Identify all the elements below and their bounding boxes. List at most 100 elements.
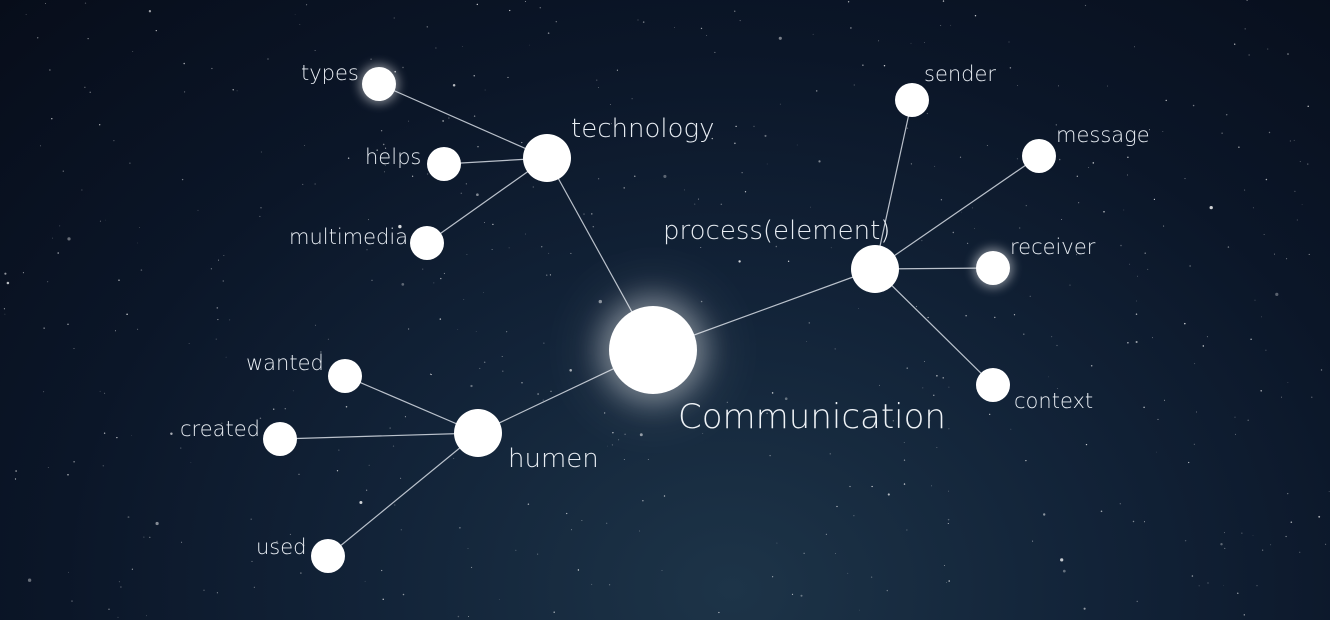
star [766, 412, 768, 414]
star [4, 313, 6, 315]
star [127, 516, 130, 519]
star [108, 608, 110, 610]
label-message: message [1056, 123, 1150, 147]
star [1149, 129, 1151, 131]
label-wanted: wanted [246, 351, 324, 375]
star [137, 242, 138, 244]
star [338, 449, 340, 451]
star [570, 252, 572, 254]
star [461, 46, 463, 48]
star [1237, 592, 1239, 594]
star [1256, 585, 1258, 587]
star [452, 83, 456, 87]
star [84, 2, 87, 4]
star [906, 367, 908, 369]
star [974, 228, 975, 229]
star [1163, 399, 1166, 401]
star [542, 399, 544, 401]
star [965, 315, 967, 317]
star [886, 589, 888, 592]
star [149, 536, 151, 538]
star [791, 593, 794, 596]
star [475, 331, 477, 332]
star [611, 123, 612, 125]
star [671, 128, 673, 130]
star [398, 224, 402, 229]
star [623, 187, 625, 189]
star [926, 112, 928, 115]
star [1048, 376, 1049, 378]
star [847, 572, 849, 574]
star [815, 90, 818, 92]
star [368, 464, 370, 466]
star [457, 329, 459, 330]
star [1194, 363, 1196, 365]
star [1088, 167, 1090, 168]
star [1127, 156, 1129, 158]
star [1107, 85, 1108, 87]
star [68, 571, 69, 573]
star [51, 118, 53, 120]
star [612, 431, 614, 434]
star [623, 459, 625, 460]
star [903, 442, 905, 444]
star [1103, 210, 1105, 213]
star [347, 157, 350, 159]
star [433, 282, 435, 284]
star [140, 269, 143, 271]
star [188, 343, 190, 344]
star [148, 10, 152, 13]
star [539, 7, 541, 9]
star [673, 26, 675, 28]
star [829, 453, 831, 455]
star [215, 338, 217, 340]
star [364, 580, 366, 582]
star [1165, 99, 1167, 102]
star [1220, 543, 1223, 546]
star [566, 512, 568, 515]
star [961, 211, 962, 213]
star [484, 222, 486, 223]
star [906, 529, 908, 531]
star [862, 64, 864, 66]
star [971, 207, 973, 209]
star [476, 3, 478, 6]
star [117, 616, 119, 618]
star [1136, 275, 1138, 277]
star [1013, 314, 1016, 316]
star [1207, 582, 1209, 584]
star [1017, 85, 1019, 86]
star [1202, 345, 1205, 347]
star [99, 390, 101, 392]
star [197, 209, 199, 211]
edge-process-context [874, 268, 994, 386]
star [216, 592, 218, 594]
star [483, 361, 486, 364]
star [830, 247, 832, 249]
star [555, 21, 557, 23]
star [131, 568, 133, 570]
star [1196, 411, 1198, 413]
star [714, 51, 716, 53]
star [803, 552, 805, 554]
star [948, 428, 950, 430]
star [211, 67, 213, 70]
star [738, 260, 741, 263]
star [778, 36, 782, 40]
star [1296, 219, 1298, 221]
star [1058, 158, 1061, 161]
star [284, 407, 287, 410]
star [300, 572, 302, 574]
star [598, 87, 599, 88]
star [184, 91, 186, 93]
star [796, 144, 798, 146]
star [946, 582, 947, 584]
star [408, 120, 409, 122]
star [591, 213, 593, 215]
star [40, 145, 41, 147]
star [1198, 585, 1200, 587]
star [183, 62, 185, 65]
star [853, 84, 855, 86]
star [118, 279, 120, 281]
star [1078, 202, 1080, 204]
